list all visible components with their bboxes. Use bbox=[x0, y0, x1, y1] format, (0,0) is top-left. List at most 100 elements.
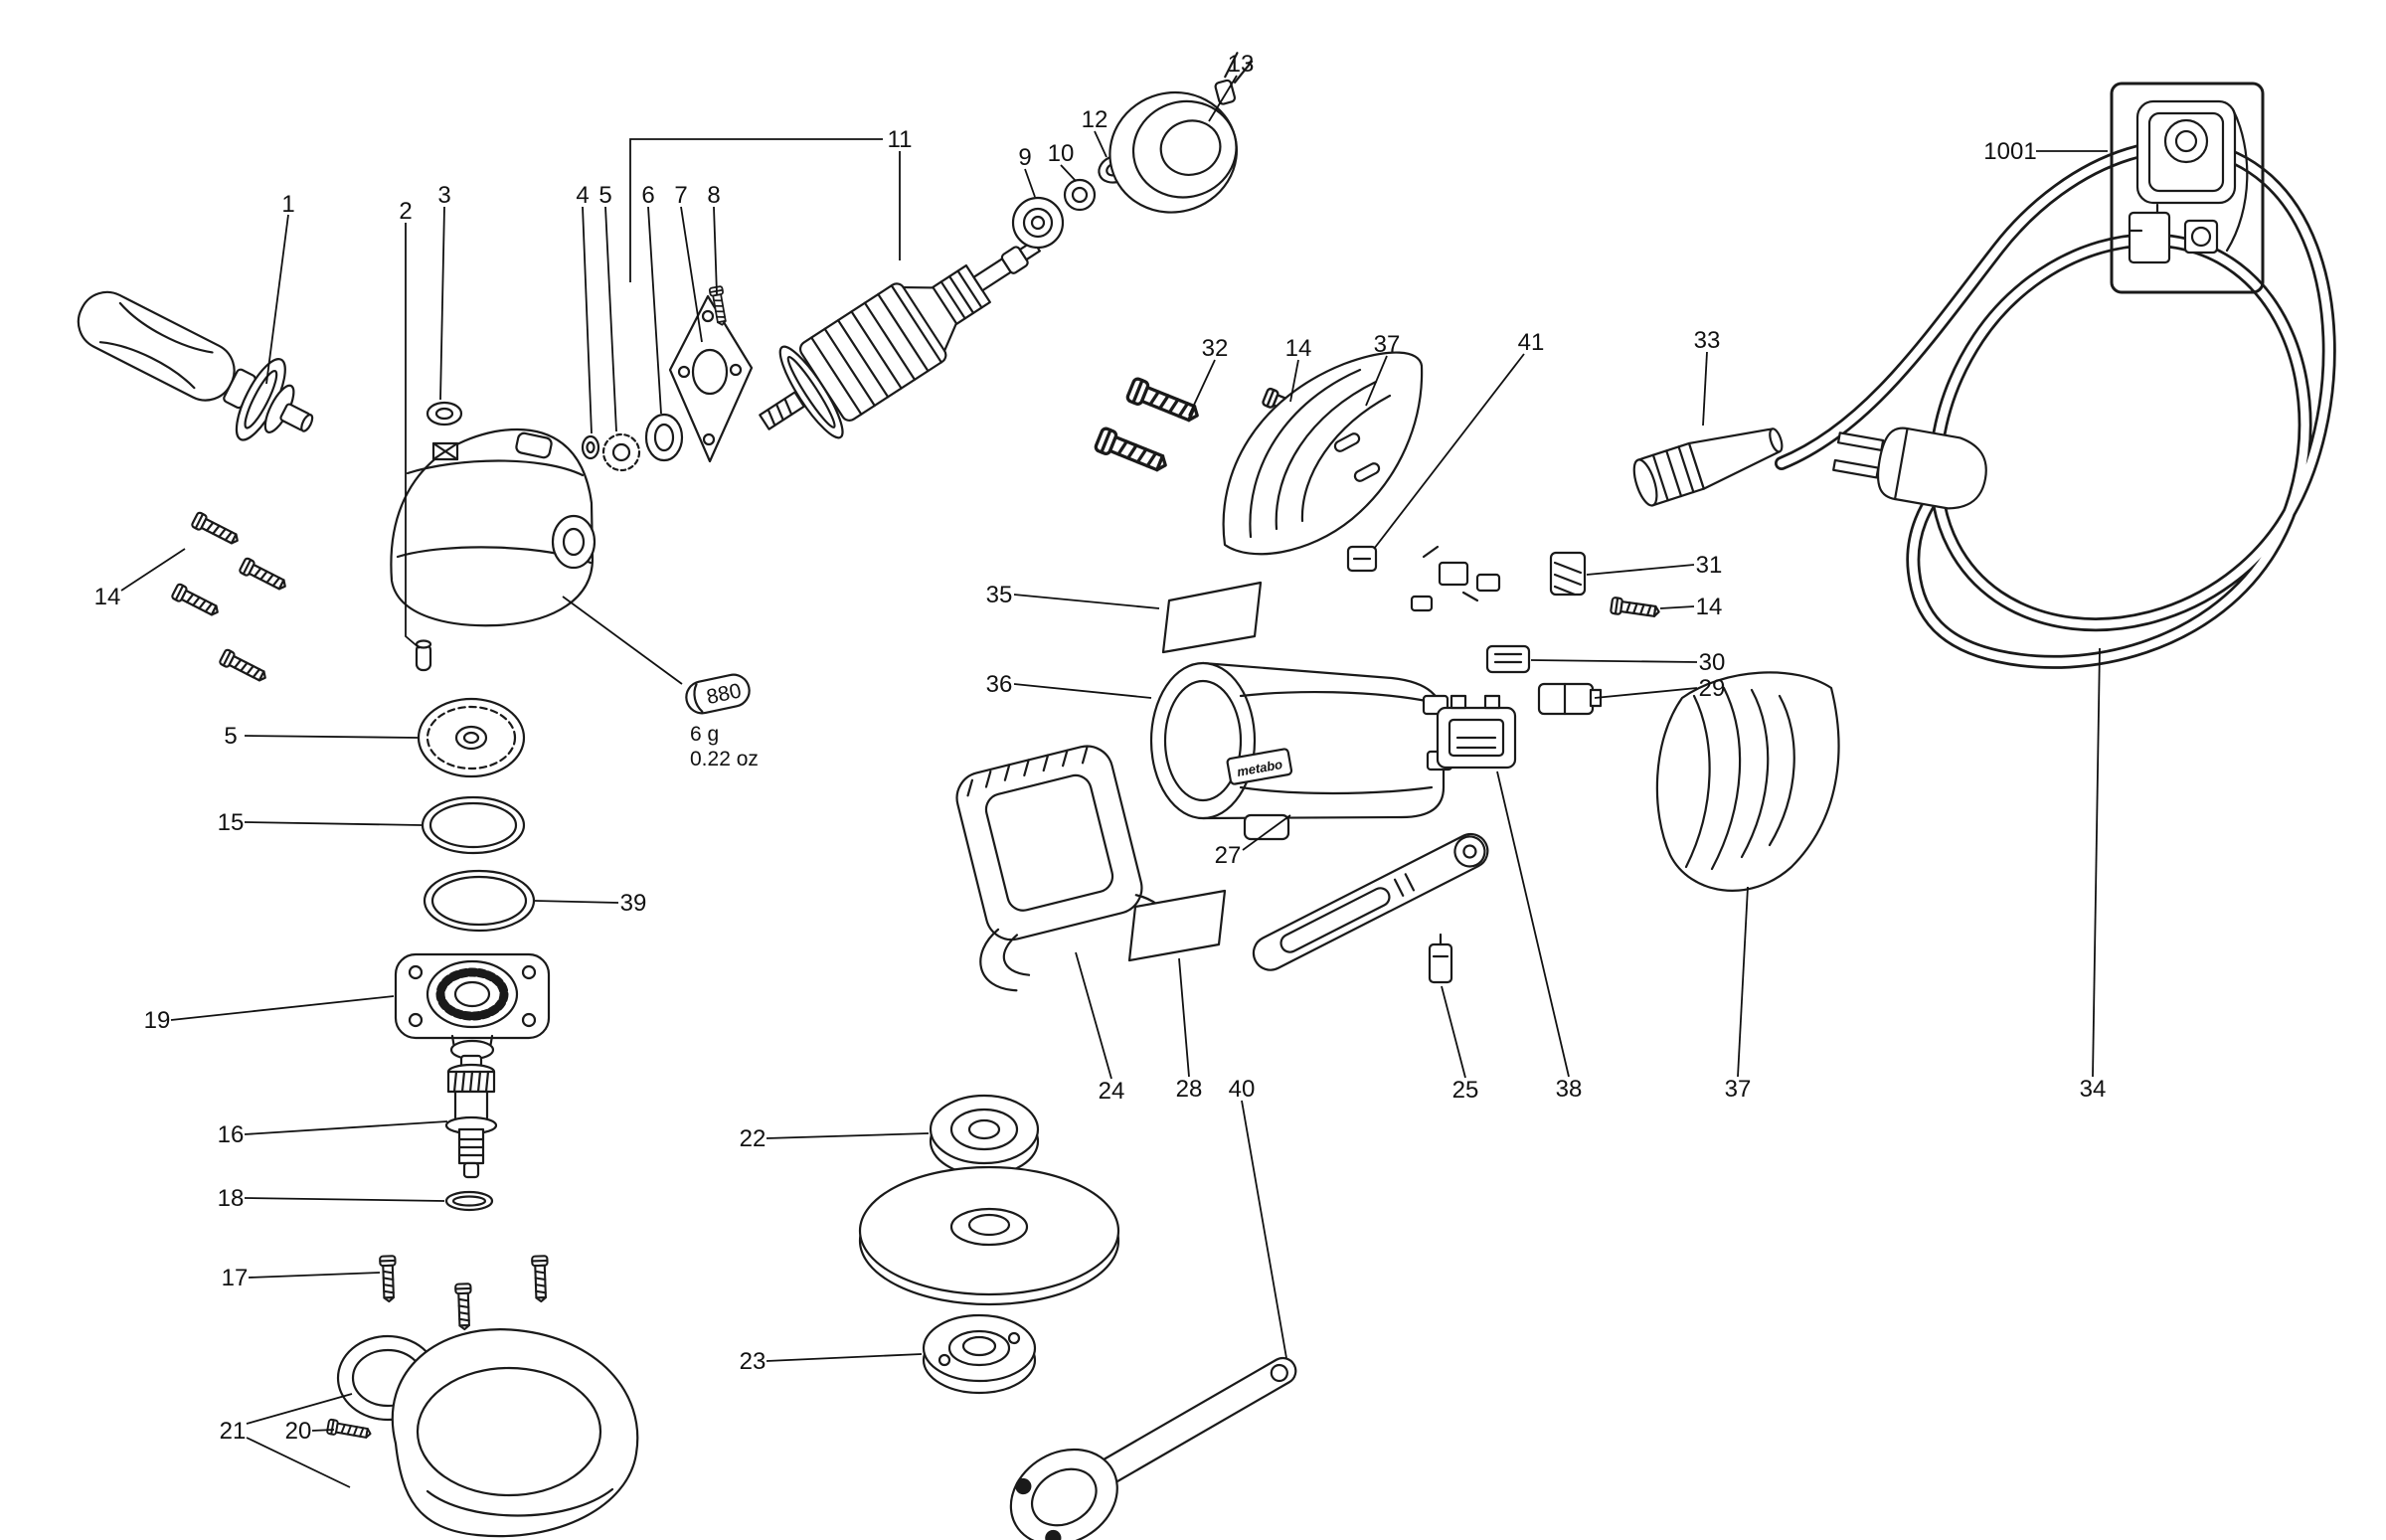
callout-label-29-25: 29 bbox=[1699, 675, 1726, 702]
callout-leader-5-4 bbox=[604, 206, 617, 432]
callout-label-1-0: 1 bbox=[281, 191, 294, 218]
part-25-clip-drawing bbox=[1428, 933, 1453, 984]
grease-capsule-drawing: 880 6 g 0.22 oz bbox=[562, 596, 759, 770]
part-30-drawing bbox=[1485, 644, 1531, 674]
part-28-label-drawing bbox=[1127, 889, 1227, 962]
part-18-o-ring-drawing bbox=[444, 1190, 494, 1212]
part-36-motor-housing-drawing bbox=[1149, 661, 1453, 841]
callout-label-8-7: 8 bbox=[707, 182, 720, 209]
terminal-parts-drawing bbox=[1410, 545, 1501, 612]
callout-label-37-43: 37 bbox=[1725, 1076, 1752, 1103]
part-5-bevel-gear-drawing bbox=[417, 697, 526, 778]
callout-leader-12-11 bbox=[1094, 130, 1108, 158]
part-21-guard-drawing bbox=[336, 1328, 639, 1538]
part-17-screws-drawing bbox=[379, 1255, 550, 1331]
callout-leader-27-26 bbox=[1242, 814, 1291, 851]
part-23-clamping-nut-drawing bbox=[922, 1313, 1037, 1395]
callout-label-5-4: 5 bbox=[598, 182, 611, 209]
callout-leader-39-29 bbox=[534, 900, 619, 904]
part-38-switch-drawing bbox=[1436, 694, 1517, 770]
callout-leader-22-36 bbox=[766, 1132, 930, 1139]
callout-leader-35-20 bbox=[1013, 594, 1160, 609]
part-gear-housing-drawing bbox=[390, 401, 596, 672]
callout-label-27-26: 27 bbox=[1215, 842, 1242, 869]
callout-label-18-32: 18 bbox=[218, 1185, 245, 1212]
callout-leader-2-1 bbox=[405, 223, 421, 649]
callout-leader-7-6 bbox=[680, 206, 703, 343]
callout-leader-25-41 bbox=[1441, 985, 1466, 1079]
callout-leader-14-13 bbox=[120, 548, 186, 592]
weight-oz-text: 0.22 oz bbox=[690, 748, 759, 770]
part-35-label-drawing bbox=[1161, 581, 1263, 654]
callout-leader-38-42 bbox=[1496, 770, 1570, 1078]
callout-leader-10-9 bbox=[1060, 164, 1077, 182]
inset-1001-drawing bbox=[2110, 82, 2265, 294]
callout-leader-15-28 bbox=[244, 821, 423, 826]
callout-leader-28-39 bbox=[1178, 957, 1190, 1078]
callout-leader-17-33 bbox=[248, 1272, 381, 1279]
callout-label-5-27: 5 bbox=[224, 723, 237, 750]
part-31-drawing bbox=[1549, 551, 1587, 597]
weight-grams-text: 6 g bbox=[690, 723, 719, 746]
callout-label-22-36: 22 bbox=[740, 1125, 767, 1152]
callout-label-33-18: 33 bbox=[1694, 327, 1721, 354]
callout-label-3-2: 3 bbox=[437, 182, 450, 209]
callout-label-14-13: 14 bbox=[94, 584, 121, 610]
callout-leader-8-7 bbox=[713, 206, 718, 295]
part-40-spanner-wrench-drawing bbox=[1009, 1356, 1297, 1540]
callout-label-41-17: 41 bbox=[1518, 329, 1545, 356]
part-39-o-ring-drawing bbox=[423, 869, 536, 933]
callout-label-13-12: 13 bbox=[1228, 51, 1255, 78]
callout-label-21-35: 21 bbox=[220, 1418, 247, 1445]
callout-label-16-31: 16 bbox=[218, 1121, 245, 1148]
part-6-bearing-drawing bbox=[644, 413, 684, 462]
callout-label-10-9: 10 bbox=[1048, 140, 1075, 167]
callout-label-20-34: 20 bbox=[285, 1418, 312, 1445]
callout-label-36-21: 36 bbox=[986, 671, 1013, 698]
part-14-screws-left-drawing bbox=[170, 510, 290, 686]
callout-leader-21-35 bbox=[246, 1393, 353, 1425]
callout-label-30-24: 30 bbox=[1699, 649, 1726, 676]
callout-leader-30-24 bbox=[1530, 659, 1698, 663]
part-13-bearing-flange-drawing bbox=[1108, 52, 1254, 214]
callout-leader-31-22 bbox=[1586, 564, 1695, 576]
part-37-cover-rear-drawing bbox=[1655, 671, 1840, 892]
callout-label-19-30: 19 bbox=[144, 1007, 171, 1034]
part-41-switch-element-drawing bbox=[1346, 545, 1378, 573]
part-22-flange-drawing bbox=[929, 1094, 1040, 1177]
callout-label-23-37: 23 bbox=[740, 1348, 767, 1375]
callout-leader-24-38 bbox=[1075, 951, 1112, 1080]
callout-label-38-42: 38 bbox=[1556, 1076, 1583, 1103]
callout-leader-29-25 bbox=[1594, 687, 1698, 699]
callout-label-37-16: 37 bbox=[1374, 331, 1401, 358]
callout-label-35-20: 35 bbox=[986, 582, 1013, 608]
part-29-drawing bbox=[1537, 682, 1603, 716]
callout-leader-36-21 bbox=[1013, 683, 1152, 699]
part-37-cover-top-drawing bbox=[1222, 351, 1424, 556]
callout-leader-40-40 bbox=[1241, 1100, 1287, 1359]
callout-label-14-23: 14 bbox=[1696, 594, 1723, 620]
part-19-bearing-flange-drawing bbox=[394, 952, 551, 1061]
callout-label-12-11: 12 bbox=[1082, 106, 1108, 133]
callout-leader-6-5 bbox=[647, 206, 662, 415]
callout-label-15-28: 15 bbox=[218, 809, 245, 836]
callout-label-39-29: 39 bbox=[620, 890, 647, 917]
part-33-cable-sleeve-drawing bbox=[1632, 428, 1784, 507]
callout-label-31-22: 31 bbox=[1696, 552, 1723, 579]
callout-label-34-44: 34 bbox=[2080, 1076, 2107, 1103]
callout-label-2-1: 2 bbox=[399, 198, 412, 225]
callout-label-4-3: 4 bbox=[576, 182, 589, 209]
part-15-ring-drawing bbox=[421, 795, 526, 855]
callout-label-17-33: 17 bbox=[222, 1265, 249, 1291]
part-1-side-handle-drawing bbox=[77, 290, 314, 441]
part-24-stator-drawing bbox=[955, 745, 1169, 992]
callout-label-7-6: 7 bbox=[674, 182, 687, 209]
part-4-5-pinion-drawing bbox=[581, 432, 641, 472]
callout-label-14-15: 14 bbox=[1285, 335, 1312, 362]
part-14-screw-right-drawing bbox=[1609, 596, 1661, 621]
callout-leader-13-12 bbox=[1208, 75, 1238, 122]
callout-leader-9-8 bbox=[1024, 168, 1036, 198]
callout-label-11-10: 11 bbox=[888, 126, 913, 153]
